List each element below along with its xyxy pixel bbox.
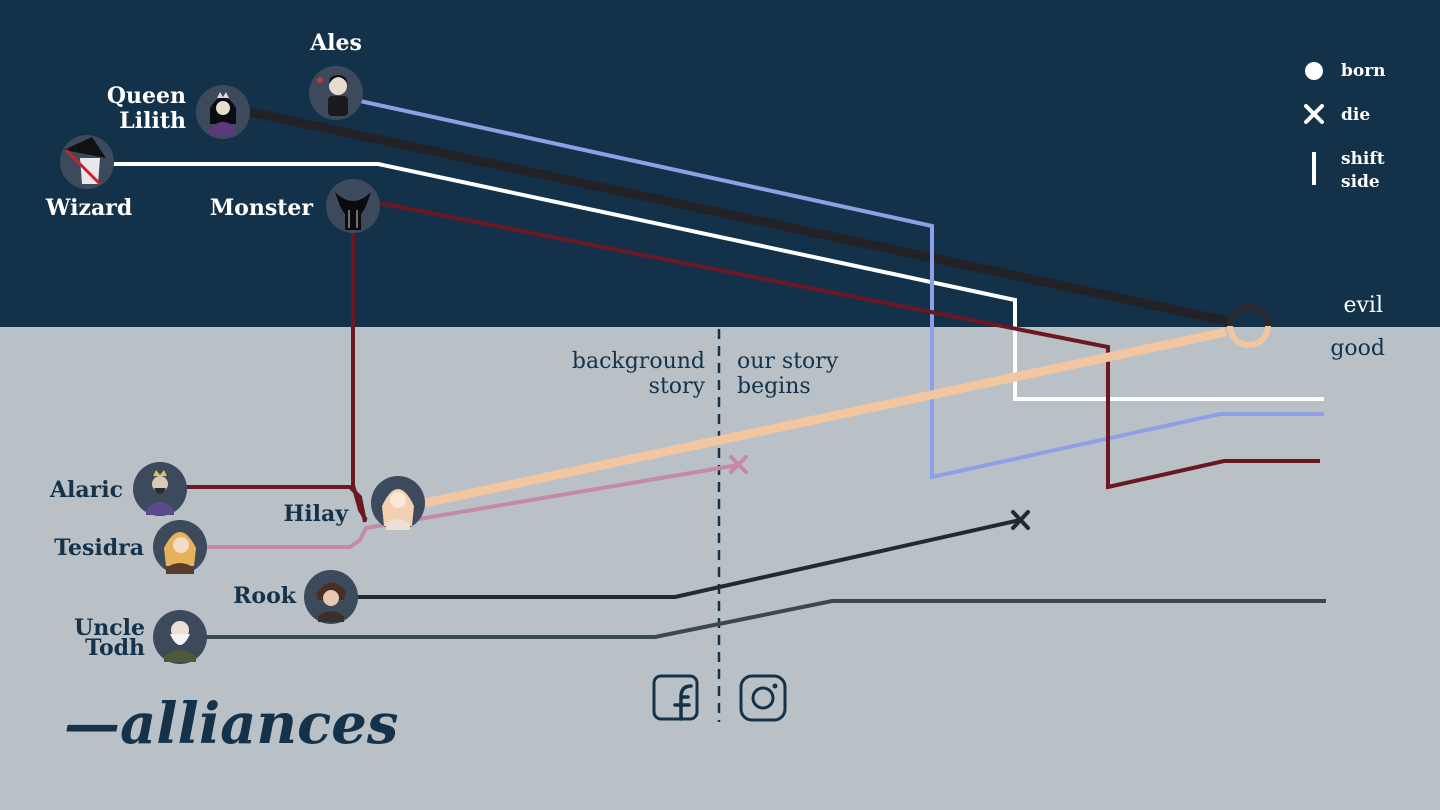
label-wizard: Wizard xyxy=(45,195,132,221)
tesidra-portrait-icon xyxy=(173,537,189,553)
portrait-monster[interactable] xyxy=(326,179,380,233)
label-uncle-todh-1: Uncle xyxy=(74,615,145,641)
line-hilay xyxy=(424,327,1227,508)
legend-born-label: born xyxy=(1341,61,1386,81)
legend-shift-label-1: shift xyxy=(1341,149,1385,169)
legend-shift-label-2: side xyxy=(1341,172,1380,192)
background-story-label-1: background xyxy=(572,349,705,374)
label-queen-lilith-2: Lilith xyxy=(119,108,186,134)
portrait-queen-lilith[interactable] xyxy=(196,85,250,139)
side-label-good: good xyxy=(1330,336,1385,361)
wizard-portrait-icon xyxy=(64,137,106,158)
line-queen-lilith xyxy=(249,107,1233,327)
portrait-rook[interactable] xyxy=(304,570,358,624)
cross-icon xyxy=(1304,104,1324,124)
line-rook xyxy=(357,518,1021,599)
label-queen-lilith: Queen xyxy=(107,83,186,109)
label-hilay: Hilay xyxy=(283,501,349,527)
death-marker-tesidra xyxy=(729,455,748,474)
side-label-evil: evil xyxy=(1343,293,1383,318)
circle-icon xyxy=(1305,62,1323,80)
label-uncle-todh-2: Todh xyxy=(85,635,145,661)
storylines xyxy=(112,99,1326,639)
death-marker-rook xyxy=(1011,510,1030,530)
legend-die-label: die xyxy=(1341,105,1370,125)
hilay-portrait-icon xyxy=(390,492,406,508)
label-rook: Rook xyxy=(233,583,297,609)
legend: born die shift side xyxy=(1304,61,1386,192)
facebook-icon[interactable] xyxy=(652,674,699,721)
background-story-label-2: story xyxy=(649,374,706,399)
born-marker xyxy=(1227,304,1271,348)
queen-portrait-icon xyxy=(216,101,230,115)
label-alaric: Alaric xyxy=(49,477,123,503)
portrait-tesidra[interactable] xyxy=(153,520,207,574)
line-alaric xyxy=(186,485,367,523)
portrait-alaric[interactable] xyxy=(133,462,187,516)
portrait-wizard[interactable] xyxy=(60,135,114,189)
story-begins-label-2: begins xyxy=(737,374,811,399)
ales-portrait-icon xyxy=(329,77,347,95)
line-wizard xyxy=(112,162,1324,401)
label-monster: Monster xyxy=(210,195,314,221)
label-ales: Ales xyxy=(309,30,362,56)
line-uncle-todh xyxy=(205,599,1326,639)
portrait-hilay[interactable] xyxy=(371,476,425,530)
page-title: —alliances xyxy=(64,691,398,757)
line-ales xyxy=(359,99,1324,480)
line-tesidra xyxy=(204,463,739,549)
portrait-ales[interactable] xyxy=(309,66,363,120)
line-monster xyxy=(379,201,1320,490)
label-tesidra: Tesidra xyxy=(54,535,144,561)
story-begins-label-1: our story xyxy=(737,349,839,374)
portrait-uncle-todh[interactable] xyxy=(153,610,207,664)
rook-portrait-icon xyxy=(323,590,339,606)
instagram-icon[interactable] xyxy=(739,674,787,722)
